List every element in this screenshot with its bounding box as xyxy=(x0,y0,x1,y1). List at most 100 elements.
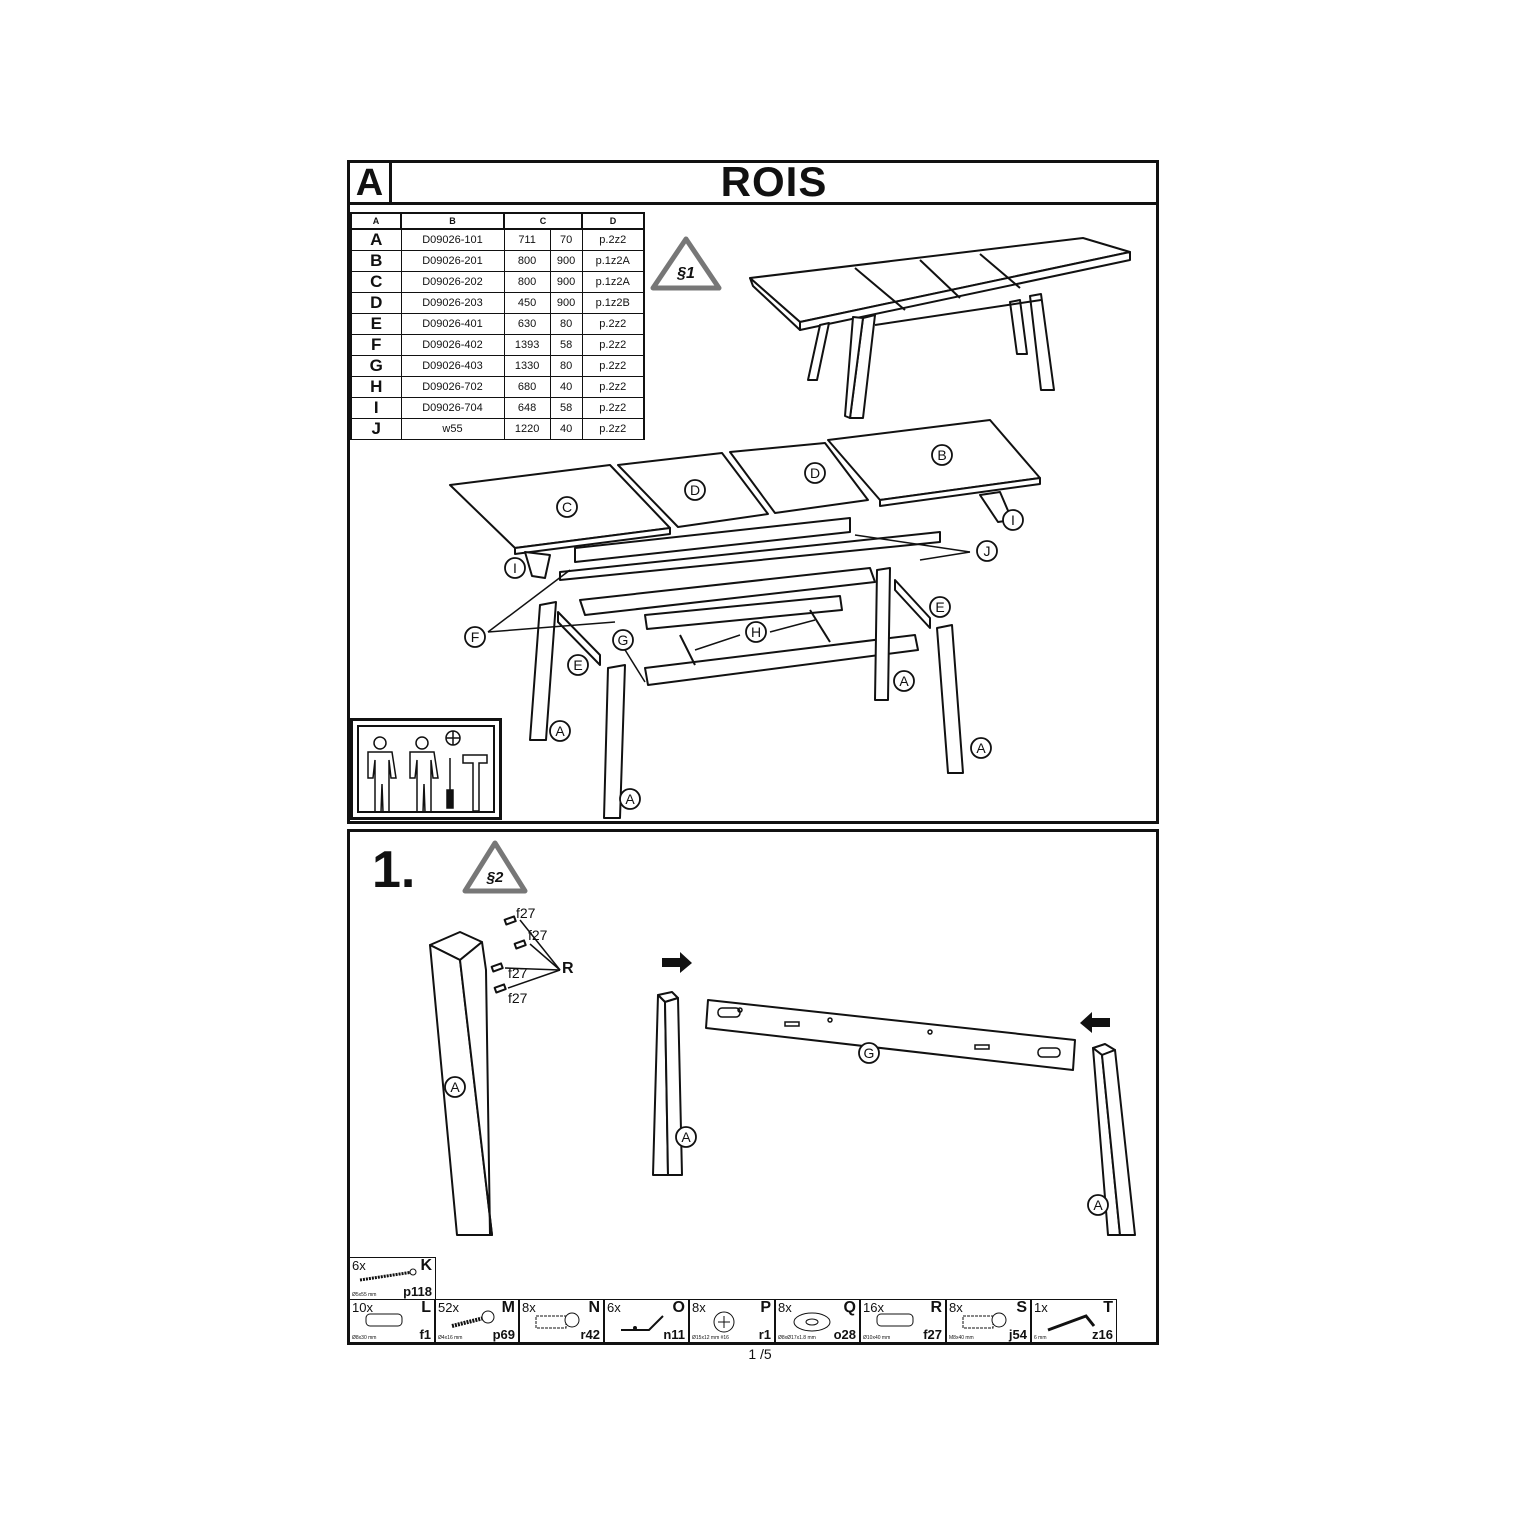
bolt-icon xyxy=(535,1312,580,1329)
part-dim2: 900 xyxy=(549,250,583,272)
step-number: 1. xyxy=(372,841,416,899)
dowel-label-3: f27 xyxy=(508,965,528,981)
part-code: D09026-201 xyxy=(400,250,505,272)
bolt-icon xyxy=(962,1312,1007,1329)
label-f: F xyxy=(471,629,480,645)
rail-f xyxy=(579,567,876,616)
hardware-letter: O xyxy=(672,1299,685,1316)
hardware-letter: K xyxy=(420,1257,432,1274)
screw-icon xyxy=(359,1268,417,1282)
label-i-right: I xyxy=(1011,512,1015,528)
part-dim1: 680 xyxy=(503,376,551,398)
part-code: D09026-704 xyxy=(400,397,505,419)
hardware-letter: R xyxy=(930,1299,942,1316)
label-a1: A xyxy=(555,723,565,739)
two-person-assembly-icon xyxy=(367,730,488,813)
hardware-code: p118 xyxy=(403,1284,432,1299)
leg-right-back xyxy=(874,567,891,701)
hardware-letter: P xyxy=(760,1299,771,1316)
hardware-size: Ø8x30 mm xyxy=(352,1335,377,1341)
hardware-size: 6 mm xyxy=(1034,1335,1047,1341)
arrow-left-icon xyxy=(1080,1012,1110,1033)
hardware-qty: 8x xyxy=(949,1300,963,1315)
part-ref: p.2z2 xyxy=(581,228,645,251)
label-h: H xyxy=(751,624,761,640)
label-e-right: E xyxy=(935,599,944,615)
part-dim1: 800 xyxy=(503,271,551,293)
part-dim1: 1330 xyxy=(503,355,551,377)
hardware-size: Ø15x12 mm #16 xyxy=(692,1335,729,1341)
step1-leg-label: A xyxy=(450,1079,460,1095)
warning-label-2: §2 xyxy=(486,869,504,886)
part-dim1: 1220 xyxy=(503,418,551,440)
part-dim2: 900 xyxy=(549,271,583,293)
hardware-size: Ø10x40 mm xyxy=(863,1335,891,1341)
label-d2: D xyxy=(810,465,820,481)
hardware-letter: M xyxy=(501,1299,515,1316)
hardware-qty: 6x xyxy=(352,1258,366,1273)
part-dim1: 450 xyxy=(503,292,551,314)
warning-label-1: §1 xyxy=(676,265,695,282)
warning-triangle-icon: §2 xyxy=(462,840,528,894)
part-ref: p.1z2B xyxy=(581,292,645,314)
dowel-icon xyxy=(876,1313,914,1327)
section-a-frame xyxy=(347,160,1159,824)
step-1-frame xyxy=(347,829,1159,1345)
panel-d-right xyxy=(729,442,869,514)
col-header-d: D xyxy=(581,212,645,230)
part-code: w55 xyxy=(400,418,505,440)
part-letter: I xyxy=(350,397,402,419)
hardware-cell-k: 6x K Ø5x55 mm p118 xyxy=(349,1257,436,1300)
part-code: D09026-101 xyxy=(400,228,505,251)
label-d1: D xyxy=(690,482,700,498)
part-dim1: 630 xyxy=(503,313,551,335)
part-code: D09026-702 xyxy=(400,376,505,398)
label-a3: A xyxy=(625,791,635,807)
part-ref: p.1z2A xyxy=(581,271,645,293)
rail-g xyxy=(644,595,843,630)
hardware-letter: S xyxy=(1016,1299,1027,1316)
part-letter: A xyxy=(350,228,402,251)
part-dim2: 40 xyxy=(549,376,583,398)
hardware-letter: N xyxy=(588,1299,600,1316)
hardware-size: Ø5x55 mm xyxy=(352,1292,377,1298)
hardware-code: p69 xyxy=(492,1327,515,1342)
hardware-code: o28 xyxy=(833,1327,856,1342)
assembled-table-illustration xyxy=(749,237,1131,419)
part-code: D09026-402 xyxy=(400,334,505,356)
hardware-qty: 52x xyxy=(438,1300,459,1315)
warning-triangle-icon: §1 xyxy=(650,236,722,291)
washer-icon xyxy=(793,1312,831,1332)
hardware-qty: 6x xyxy=(607,1300,621,1315)
part-letter: G xyxy=(350,355,402,377)
part-ref: p.1z2A xyxy=(581,250,645,272)
rail-front xyxy=(644,634,919,686)
part-dim2: 40 xyxy=(549,418,583,440)
page-title: ROIS xyxy=(720,158,828,205)
hardware-code: z16 xyxy=(1092,1327,1113,1342)
hardware-code: f1 xyxy=(419,1327,431,1342)
col-header-c: C xyxy=(503,212,583,230)
rail-g-step1 xyxy=(705,999,1076,1071)
part-code: D09026-202 xyxy=(400,271,505,293)
parts-table-header: A B C D xyxy=(350,212,645,230)
part-ref: p.2z2 xyxy=(581,334,645,356)
part-code: D09026-203 xyxy=(400,292,505,314)
part-letter: H xyxy=(350,376,402,398)
hardware-code: r1 xyxy=(758,1327,771,1342)
part-ref: p.2z2 xyxy=(581,313,645,335)
hardware-code: n11 xyxy=(663,1327,685,1342)
part-letter: D xyxy=(350,292,402,314)
